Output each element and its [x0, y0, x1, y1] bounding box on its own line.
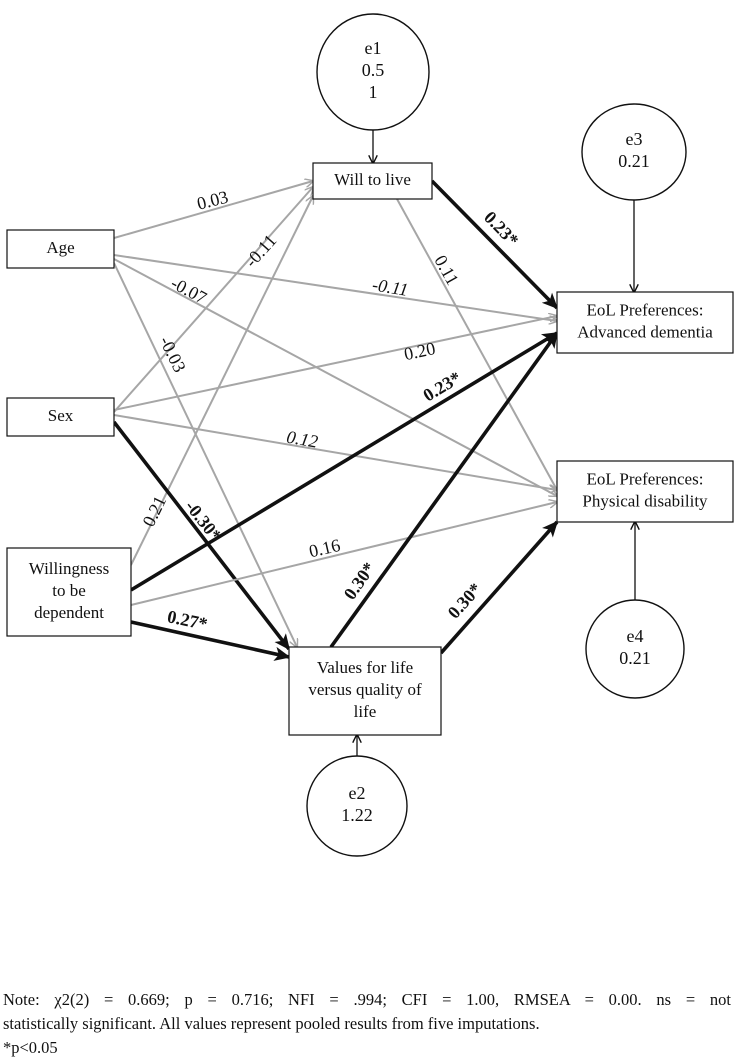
node-box [6, 547, 132, 637]
error-label-line: e1 [365, 38, 382, 58]
error-label-line: 0.21 [619, 648, 651, 668]
node-label-line: versus quality of [308, 680, 422, 699]
coefficient-age-to-eol_disability: -0.07 [168, 273, 210, 308]
path-coefficients: 0.03 -0.11 0.21 -0.11 -0.07 -0.03 0.23* 0.11 0.2… [138, 187, 522, 634]
coefficient-will_to_live-to-eol_dementia: 0.23* [480, 207, 523, 250]
error-e1: e10.51 [316, 13, 430, 131]
error-label-line: 0.5 [362, 60, 385, 80]
path-arrow-sex-to-eol_disability [113, 414, 557, 490]
node-willingness: Willingness to be dependent [6, 547, 132, 637]
error-label-line: 1 [369, 82, 378, 102]
node-box [556, 291, 734, 354]
path-arrow-sex-to-values_life [112, 420, 291, 651]
node-values-life: Values for life versus quality of life [288, 646, 442, 736]
path-arrow-willingness-to-eol_disability [130, 502, 557, 606]
path-arrow-willingness-to-values_life [130, 620, 291, 661]
path-arrow-age-to-values_life [113, 262, 297, 647]
path-arrow-age-to-eol_dementia [113, 254, 557, 321]
node-age: Age [6, 229, 115, 269]
node-label-line: EoL Preferences: [587, 300, 704, 319]
note-line-2: statistically significant. All values re… [3, 1014, 540, 1033]
error-e2: e21.22 [306, 755, 408, 857]
node-label-line: life [354, 702, 377, 721]
node-label-line: Values for life [317, 658, 413, 677]
coefficient-age-to-values_life: -0.03 [155, 333, 189, 375]
node-box [556, 460, 734, 523]
coefficient-will_to_live-to-eol_disability: 0.11 [430, 252, 462, 289]
path-arrow-willingness-to-will_to_live [130, 196, 313, 566]
coefficient-values_life-to-eol_disability: 0.30* [444, 579, 486, 622]
node-eol-disability: EoL Preferences: Physical disability [556, 460, 734, 523]
node-label-line: Will to live [334, 170, 411, 189]
path-arrow-will_to_live-to-eol_dementia [430, 179, 559, 310]
model-fit-note: Note: χ2(2) = 0.669; p = 0.716; NFI = .9… [3, 988, 731, 1060]
error-label-line: e4 [627, 626, 644, 646]
node-label-line: Willingness [29, 559, 110, 578]
node-label-line: Physical disability [582, 491, 708, 510]
path-arrow-values_life-to-eol_dementia [329, 331, 559, 649]
error-circle [316, 13, 430, 131]
path-arrow-will_to_live-to-eol_disability [396, 198, 557, 490]
path-arrows [112, 179, 559, 661]
node-label-line: Age [46, 238, 74, 257]
error-e4: e40.21 [585, 599, 685, 699]
note-line-3: *p<0.05 [3, 1038, 58, 1057]
path-arrow-age-to-eol_disability [113, 258, 557, 496]
path-arrow-willingness-to-eol_dementia [130, 331, 559, 592]
error-arrows [357, 130, 635, 756]
path-arrow-sex-to-eol_dementia [113, 316, 557, 411]
node-label-line: EoL Preferences: [587, 469, 704, 488]
error-label-line: 1.22 [341, 805, 373, 825]
node-box [6, 397, 115, 437]
node-label-line: Advanced dementia [577, 322, 713, 341]
error-label-line: e2 [349, 783, 366, 803]
note-line-1: Note: χ2(2) = 0.669; p = 0.716; NFI = .9… [3, 990, 731, 1009]
error-circle [585, 599, 685, 699]
coefficient-age-to-eol_dementia: -0.11 [371, 274, 410, 299]
coefficient-willingness-to-eol_disability: 0.16 [307, 535, 342, 562]
node-label-line: to be [52, 581, 86, 600]
coefficient-values_life-to-eol_dementia: 0.30* [340, 559, 380, 604]
coefficient-willingness-to-will_to_live: 0.21 [138, 493, 170, 530]
coefficient-age-to-will_to_live: 0.03 [195, 187, 230, 214]
error-circle [306, 755, 408, 857]
error-e3: e30.21 [581, 103, 687, 201]
node-eol-dementia: EoL Preferences: Advanced dementia [556, 291, 734, 354]
node-label-line: dependent [34, 603, 104, 622]
coefficient-sex-to-eol_dementia: 0.20 [402, 338, 437, 364]
node-box [6, 229, 115, 269]
path-arrow-age-to-will_to_live [113, 181, 313, 239]
node-box [288, 646, 442, 736]
path-arrow-sex-to-will_to_live [113, 187, 313, 413]
error-circle [581, 103, 687, 201]
coefficient-sex-to-eol_disability: 0.12 [285, 427, 319, 452]
node-label-line: Sex [48, 406, 74, 425]
node-box [312, 162, 433, 200]
coefficient-sex-to-will_to_live: -0.11 [241, 230, 281, 271]
error-label-line: 0.21 [618, 151, 650, 171]
error-label-line: e3 [626, 129, 643, 149]
path-arrow-values_life-to-eol_disability [439, 520, 559, 655]
node-will-to-live: Will to live [312, 162, 433, 200]
coefficient-willingness-to-eol_dementia: 0.23* [420, 367, 465, 405]
node-sex: Sex [6, 397, 115, 437]
